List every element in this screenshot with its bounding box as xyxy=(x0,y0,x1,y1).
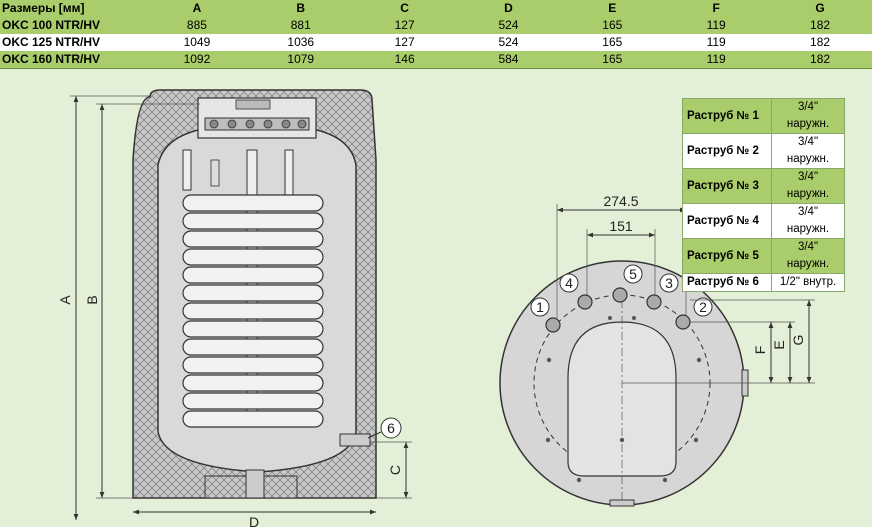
callout-6-leader xyxy=(367,431,382,439)
connection-value: 3/4" наружн. xyxy=(771,238,845,274)
cell: 119 xyxy=(706,35,726,49)
table-row: OKC 125 NTR/HV 1049 1036 127 524 165 119… xyxy=(0,34,872,51)
dim-274-label: 274.5 xyxy=(603,193,638,209)
side-section-view: 6 A B C D xyxy=(57,89,412,527)
cell: 1092 xyxy=(183,52,211,66)
header-sizes: Размеры [мм] xyxy=(2,1,85,15)
dimensions-table: Размеры [мм] A B C D E F G OKC 100 NTR/H… xyxy=(0,0,872,69)
model-name: OKC 160 NTR/HV xyxy=(2,52,101,66)
dim-c-label: C xyxy=(387,465,403,475)
connection-value: 3/4" наружн. xyxy=(771,203,845,239)
terminal-block xyxy=(235,99,271,110)
bottom-nozzle xyxy=(609,499,635,507)
connection-label: Раструб № 5 xyxy=(682,238,772,274)
header-g: G xyxy=(815,1,825,15)
callout-4-label: 4 xyxy=(565,275,573,291)
connection-label: Раструб № 3 xyxy=(682,168,772,204)
thermostat-spring xyxy=(210,159,220,187)
side-socket xyxy=(339,433,371,447)
cell: 524 xyxy=(498,18,519,32)
header-c: C xyxy=(400,1,409,15)
callout-3-label: 3 xyxy=(665,275,673,291)
cell: 1049 xyxy=(183,35,211,49)
cell: 119 xyxy=(706,18,726,32)
header-d: D xyxy=(504,1,513,15)
cell: 165 xyxy=(602,18,623,32)
model-name: OKC 100 NTR/HV xyxy=(2,18,101,32)
connection-label: Раструб № 4 xyxy=(682,203,772,239)
dimensions-header-row: Размеры [мм] A B C D E F G xyxy=(0,0,872,17)
drain-fitting xyxy=(245,469,265,499)
connection-value: 3/4" наружн. xyxy=(771,168,845,204)
cell: 119 xyxy=(706,52,726,66)
cell: 182 xyxy=(810,35,831,49)
header-e: E xyxy=(608,1,617,15)
callout-1-label: 1 xyxy=(536,299,544,315)
connection-value: 1/2" внутр. xyxy=(771,273,845,292)
dim-b-label: B xyxy=(84,295,100,304)
cell: 524 xyxy=(498,35,519,49)
cell: 885 xyxy=(186,18,207,32)
callout-5-label: 5 xyxy=(629,266,637,282)
cell: 1079 xyxy=(287,52,315,66)
dim-151-label: 151 xyxy=(609,218,633,234)
bolt-dots xyxy=(545,316,702,483)
header-b: B xyxy=(296,1,306,15)
sockets xyxy=(545,287,691,333)
top-view: 1 2 3 4 5 274.5 151 F E G xyxy=(499,193,815,507)
callout-circles xyxy=(530,264,713,317)
cell: 881 xyxy=(290,18,311,32)
dim-a-label: A xyxy=(57,295,73,305)
connection-label: Раструб № 1 xyxy=(682,98,772,134)
heating-coil xyxy=(182,194,324,428)
dim-g-label: G xyxy=(790,335,806,346)
connection-label: Раструб № 6 xyxy=(682,273,772,292)
dim-d-label: D xyxy=(249,514,259,527)
header-a: A xyxy=(192,1,202,15)
model-name: OKC 125 NTR/HV xyxy=(2,35,101,49)
callout-6-label: 6 xyxy=(387,420,395,436)
cell: 584 xyxy=(498,52,519,66)
inlet-pipe xyxy=(182,149,192,191)
table-row: OKC 160 NTR/HV 1092 1079 146 584 165 119… xyxy=(0,51,872,69)
callout-6-circle xyxy=(380,417,402,439)
connection-value: 3/4" наружн. xyxy=(771,98,845,134)
table-row: OKC 100 NTR/HV 885 881 127 524 165 119 1… xyxy=(0,17,872,34)
cell: 127 xyxy=(394,35,415,49)
outlet-pipe xyxy=(284,149,294,196)
cell: 127 xyxy=(394,18,415,32)
cell: 165 xyxy=(602,52,623,66)
header-f: F xyxy=(712,1,720,15)
cell: 182 xyxy=(810,18,831,32)
flange-plate xyxy=(204,117,310,131)
callout-2-label: 2 xyxy=(699,299,707,315)
cell: 146 xyxy=(394,52,415,66)
flange-bolts xyxy=(209,119,307,129)
connection-value: 3/4" наружн. xyxy=(771,133,845,169)
cell: 165 xyxy=(602,35,623,49)
cell: 182 xyxy=(810,52,831,66)
cell: 1036 xyxy=(287,35,315,49)
connection-label: Раструб № 2 xyxy=(682,133,772,169)
dim-f-label: F xyxy=(752,346,768,355)
dim-e-label: E xyxy=(771,340,787,349)
